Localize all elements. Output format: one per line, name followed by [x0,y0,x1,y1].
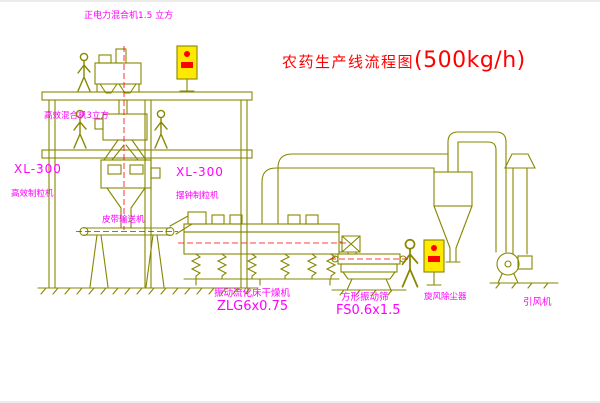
floor-mixer [94,99,148,161]
label-sieve-model: FS0.6x1.5 [336,303,401,318]
label-dryer-model: ZLG6x0.75 [217,299,289,314]
label-top-mixer: 正电力混合机1.5 立方 [84,11,174,21]
control-panel-1 [176,45,198,92]
label-belt-conveyor: 皮带输送机 [102,215,145,225]
granulator [100,159,161,229]
vibrating-sieve [331,235,407,296]
label-floor-mixer: 高效混合机3立方 [44,111,109,121]
belt-conveyor [79,215,193,288]
centerlines [76,46,410,260]
label-fan: 引风机 [523,297,552,308]
fluid-bed-dryer [183,211,343,286]
exhaust-stack-fan [489,153,559,289]
top-mixer [94,48,142,94]
worker-figure-1 [77,52,91,92]
worker-figure-3 [154,109,168,149]
label-xl300-left: XL-300 [14,162,62,176]
building-frame [37,91,259,295]
control-panel-2 [423,239,445,286]
label-granulator-right: 摆钟制粒机 [176,191,219,201]
title-capacity: (500kg/h) [414,48,526,73]
label-xl300-right: XL-300 [176,165,224,179]
worker-figure-4 [401,238,419,288]
title-text: 农药生产线流程图 [282,53,415,71]
label-sieve-name: 方形振动筛 [341,292,389,303]
label-granulator-left: 高效制粒机 [11,189,54,199]
cyclone-separator [433,131,507,263]
workers [73,52,419,288]
diagram-title: 农药生产线流程图(500kg/h) [282,48,526,73]
dryer-exhaust-duct [261,153,449,225]
label-dryer-name: 振动流化床干燥机 [214,288,291,299]
label-cyclone: 旋风除尘器 [424,292,467,302]
